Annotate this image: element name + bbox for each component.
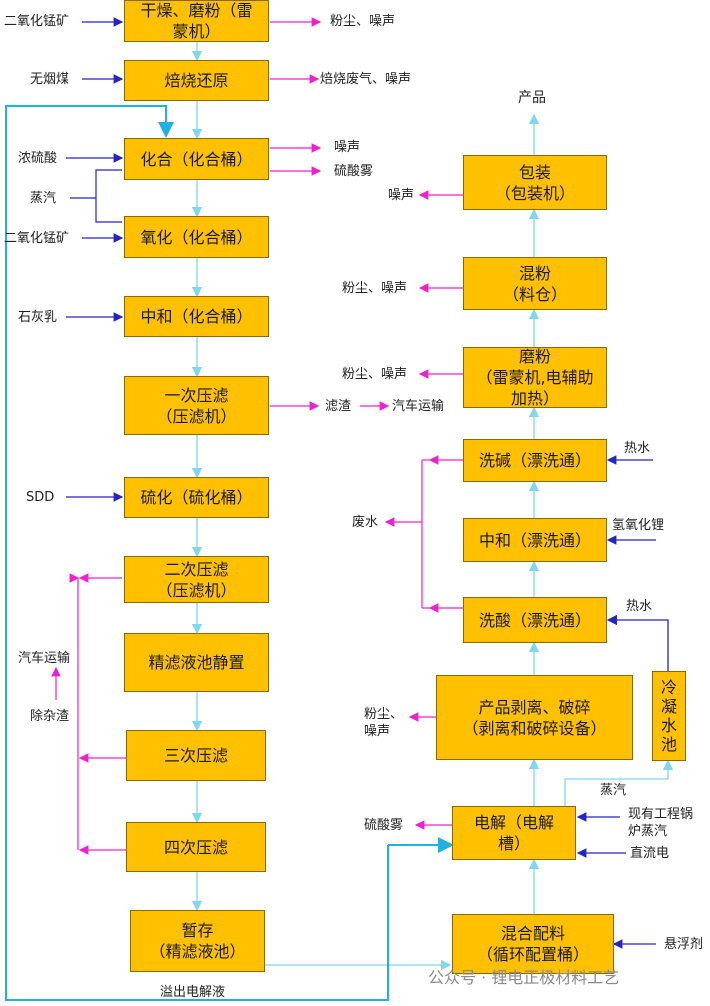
filtrate-settling-box: 精滤液池静置 bbox=[124, 633, 269, 692]
blending-box: 混粉 （料仓） bbox=[463, 257, 607, 310]
label-dust-noise-grinding: 粉尘、噪声 bbox=[342, 367, 408, 382]
mixing-batching-box: 混合配料 （循环配置桶） bbox=[452, 914, 614, 974]
label-dust-noise-drying: 粉尘、噪声 bbox=[330, 14, 396, 29]
label-truck-left: 汽车运输 bbox=[18, 651, 71, 666]
label-hot-water-1: 热水 bbox=[624, 441, 651, 456]
label-mno2-ore-2: 二氧化锰矿 bbox=[4, 231, 70, 246]
third-press-filter-box: 三次压滤 bbox=[126, 730, 266, 781]
label-dc-power: 直流电 bbox=[630, 846, 670, 861]
label-steam-left: 蒸汽 bbox=[30, 191, 57, 206]
label-boiler-steam: 现有工程锅 炉蒸汽 bbox=[628, 807, 694, 839]
label-suspending-agent: 悬浮剂 bbox=[664, 937, 704, 952]
storage-box: 暂存 （精滤液池） bbox=[130, 910, 265, 972]
second-press-filter-box: 二次压滤 （压滤机） bbox=[124, 556, 269, 603]
neutral-wash-box: 中和（漂洗通） bbox=[463, 518, 607, 562]
label-dust-noise-stripping: 粉尘、 噪声 bbox=[364, 707, 404, 739]
watermark: 公众号 · 锂电正极材料工艺 bbox=[428, 968, 620, 987]
label-conc-sulfuric-acid: 浓硫酸 bbox=[18, 151, 58, 166]
label-lime-milk: 石灰乳 bbox=[18, 310, 58, 325]
label-acid-mist-combine: 硫酸雾 bbox=[334, 164, 374, 179]
drying-grinding-box: 干燥、磨粉（雷 蒙机） bbox=[124, 0, 269, 42]
label-sdd: SDD bbox=[26, 490, 55, 505]
label-dust-noise-blending: 粉尘、噪声 bbox=[342, 281, 408, 296]
first-press-filter-box: 一次压滤 （压滤机） bbox=[124, 376, 269, 435]
label-impurity-residue: 除杂渣 bbox=[30, 709, 70, 724]
label-overflow-electrolyte: 溢出电解液 bbox=[160, 985, 226, 1000]
label-filter-residue: 滤渣 bbox=[325, 399, 352, 414]
stripping-crushing-box: 产品剥离、破碎 （剥离和破碎设备） bbox=[436, 675, 633, 760]
label-lithium-hydroxide: 氢氧化锂 bbox=[612, 518, 665, 533]
label-noise-packing: 噪声 bbox=[388, 188, 415, 203]
fourth-press-filter-box: 四次压滤 bbox=[126, 822, 266, 872]
alkali-wash-box: 洗碱（漂洗通） bbox=[463, 439, 607, 482]
combination-box: 化合（化合桶） bbox=[124, 138, 269, 180]
label-truck-right: 汽车运输 bbox=[392, 399, 445, 414]
roasting-reduction-box: 焙烧还原 bbox=[124, 60, 269, 101]
electrolysis-box: 电解（电解 槽） bbox=[452, 806, 576, 860]
label-wastewater: 废水 bbox=[352, 515, 379, 530]
neutralization-box: 中和（化合桶） bbox=[124, 296, 269, 337]
grinding-box: 磨粉 （雷蒙机,电辅助 加热） bbox=[463, 347, 607, 408]
label-noise-combine: 噪声 bbox=[334, 140, 361, 155]
label-steam-right: 蒸汽 bbox=[600, 783, 627, 798]
label-acid-mist-electrolysis: 硫酸雾 bbox=[364, 818, 404, 833]
packing-box: 包装 （包装机） bbox=[463, 155, 607, 210]
label-anthracite: 无烟煤 bbox=[30, 72, 70, 87]
acid-wash-box: 洗酸（漂洗通） bbox=[463, 597, 607, 643]
label-hot-water-2: 热水 bbox=[626, 599, 653, 614]
label-roast-exhaust: 焙烧废气、噪声 bbox=[320, 72, 412, 87]
label-mno2-ore-1: 二氧化锰矿 bbox=[4, 14, 70, 29]
oxidation-box: 氧化（化合桶） bbox=[124, 216, 269, 258]
sulfidation-box: 硫化（硫化桶） bbox=[124, 477, 269, 518]
cooling-pool-box: 冷 凝 水 池 bbox=[652, 671, 686, 761]
label-product: 产品 bbox=[518, 90, 546, 106]
